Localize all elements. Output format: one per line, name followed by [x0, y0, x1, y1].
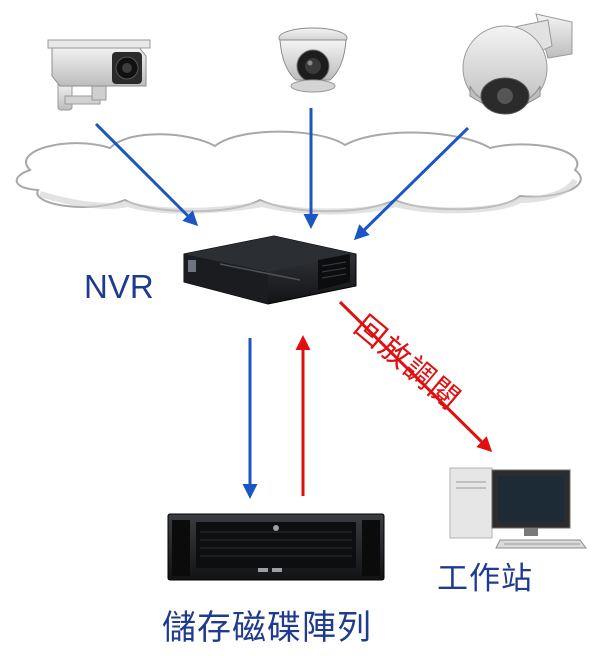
bullet-camera-icon [47, 39, 151, 111]
cloud-icon [15, 130, 582, 215]
storage-array-icon [167, 513, 385, 581]
workstation-icon [449, 467, 587, 549]
workstation-label: 工作站 [437, 561, 533, 597]
arrow-ptz-to-nvr [353, 126, 470, 241]
storage-label: 儲存磁碟陣列 [162, 608, 372, 648]
arrow-bullet-to-nvr [94, 122, 199, 227]
nvr-label: NVR [84, 268, 154, 305]
nvr-device-icon [183, 235, 357, 305]
arrow-nvr-to-workstation [338, 300, 493, 453]
ptz-camera-icon [462, 13, 573, 115]
dome-camera-icon [278, 27, 348, 93]
